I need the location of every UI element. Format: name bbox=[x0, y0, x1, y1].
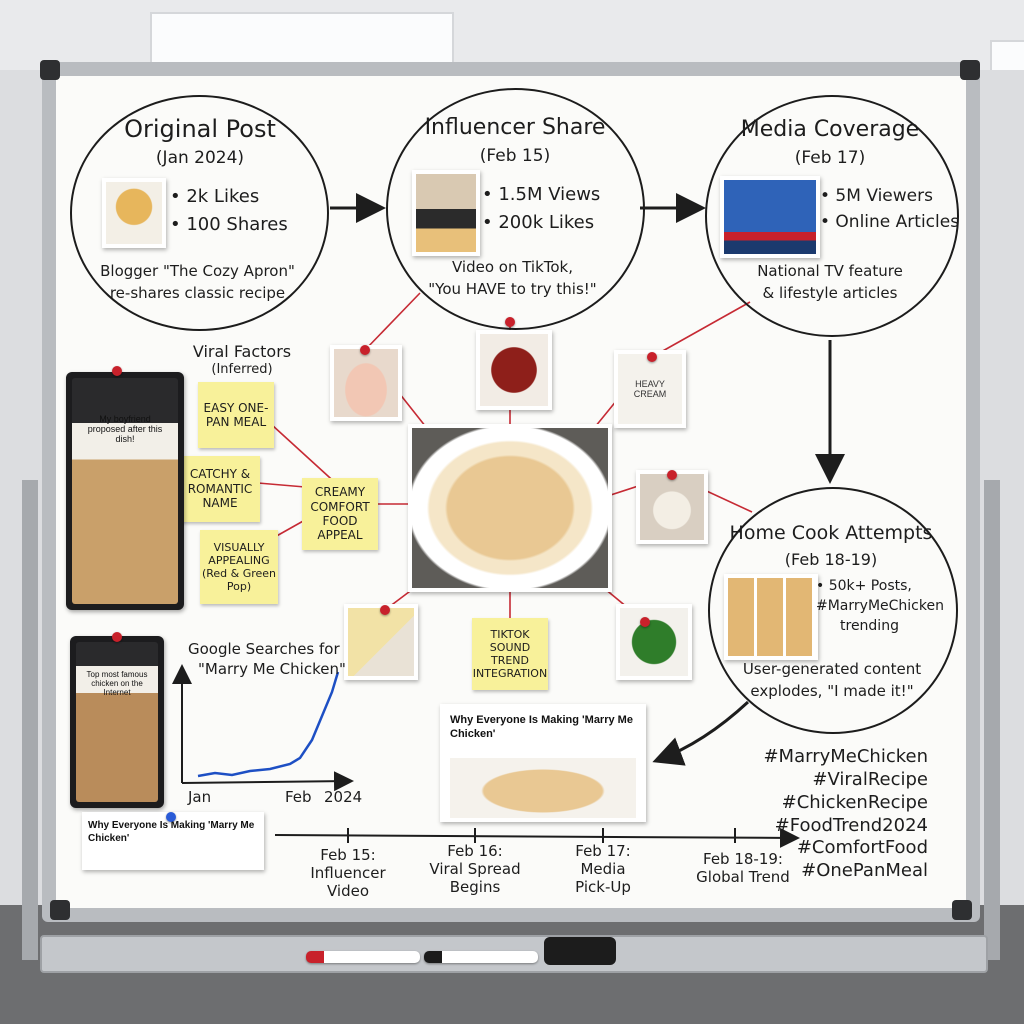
hashtag: #ComfortFood bbox=[796, 837, 928, 859]
heavy-cream-photo: HEAVY CREAM bbox=[614, 350, 686, 428]
red-pin bbox=[505, 317, 515, 327]
red-marker[interactable] bbox=[306, 951, 420, 963]
stage3-title: Media Coverage bbox=[740, 117, 920, 142]
stage1-title: Original Post bbox=[124, 115, 276, 143]
raw-chicken-photo bbox=[330, 345, 402, 421]
stage-bubble-influencer-share bbox=[386, 88, 645, 330]
search-chart-subtitle: "Marry Me Chicken" bbox=[198, 660, 346, 678]
frame-corner bbox=[40, 60, 60, 80]
red-pin bbox=[647, 352, 657, 362]
red-pin bbox=[640, 617, 650, 627]
stage1-date: (Jan 2024) bbox=[155, 148, 245, 168]
stage4-caption: explodes, "I made it!" bbox=[750, 682, 914, 700]
stage3-stat-articles: • Online Articles bbox=[820, 212, 960, 232]
hashtag: #MarryMeChicken bbox=[763, 746, 928, 767]
article-small-headline: Why Everyone Is Making 'Marry Me Chicken… bbox=[88, 820, 255, 844]
cream-label: HEAVY CREAM bbox=[633, 379, 667, 399]
tiktok-video-thumbnail bbox=[412, 170, 480, 256]
stage1-stat-likes: • 2k Likes bbox=[170, 186, 260, 207]
stage2-date: (Feb 15) bbox=[479, 146, 551, 166]
hashtag: #FoodTrend2024 bbox=[774, 814, 928, 836]
factor-note-tiktok-sound: TIKTOK SOUND TREND INTEGRATION bbox=[472, 618, 548, 690]
basil-photo bbox=[616, 604, 692, 680]
timeline-label-feb16: Feb 16: Viral Spread Begins bbox=[429, 842, 521, 896]
tiktok-phone-bottom: Top most famous chicken on the Internet bbox=[70, 636, 164, 808]
parmesan-photo bbox=[344, 604, 418, 680]
article-headline: Why Everyone Is Making 'Marry Me Chicken… bbox=[450, 714, 633, 740]
red-pin bbox=[360, 345, 370, 355]
eraser[interactable] bbox=[544, 937, 616, 965]
stage-bubble-media-coverage bbox=[705, 95, 959, 337]
stage4-stat-hashtag: #MarryMeChicken bbox=[816, 598, 944, 614]
frame-corner bbox=[50, 900, 70, 920]
hashtag-list: #MarryMeChicken #ViralRecipe #ChickenRec… bbox=[742, 746, 928, 883]
board-stand-left bbox=[22, 480, 38, 960]
red-pin bbox=[112, 632, 122, 642]
search-trend-line bbox=[197, 671, 340, 778]
stage2-stat-likes: • 200k Likes bbox=[482, 212, 595, 233]
search-chart-x-label-feb: Feb bbox=[285, 788, 312, 806]
stage4-caption: User-generated content bbox=[742, 660, 922, 678]
stage-bubble-home-cook bbox=[708, 487, 958, 734]
search-chart-x-label-jan: Jan bbox=[188, 788, 212, 806]
stage3-caption: & lifestyle articles bbox=[762, 284, 898, 302]
stage3-stat-viewers: • 5M Viewers bbox=[820, 186, 933, 206]
article-card-main: Why Everyone Is Making 'Marry Me Chicken… bbox=[440, 704, 646, 822]
stage1-caption: re-shares classic recipe bbox=[109, 284, 286, 302]
article-card-small: Why Everyone Is Making 'Marry Me Chicken… bbox=[82, 812, 264, 870]
stage4-date: (Feb 18-19) bbox=[784, 550, 878, 569]
factor-note-comfort-food: CREAMY COMFORT FOOD APPEAL bbox=[302, 478, 378, 550]
search-chart-x-label-year: 2024 bbox=[324, 788, 363, 806]
hashtag: #ViralRecipe bbox=[812, 768, 928, 790]
red-pin bbox=[667, 470, 677, 480]
stage4-stat-posts: • 50k+ Posts, bbox=[816, 578, 912, 594]
user-photo-grid bbox=[724, 574, 818, 660]
stage4-title: Home Cook Attempts bbox=[729, 522, 933, 544]
blog-post-thumbnail bbox=[102, 178, 166, 248]
frame-corner bbox=[952, 900, 972, 920]
stage4-stat-trending: trending bbox=[840, 618, 899, 634]
search-chart-axes bbox=[172, 664, 354, 792]
hashtag: #OnePanMeal bbox=[801, 860, 928, 882]
flow-arrows bbox=[274, 193, 845, 848]
phone-top-caption: My boyfriend proposed after this dish! bbox=[87, 414, 163, 444]
ceiling-light bbox=[990, 40, 1024, 74]
ceiling-light bbox=[150, 12, 454, 64]
timeline-label-feb15: Feb 15: Influencer Video bbox=[310, 846, 386, 900]
tv-news-thumbnail bbox=[720, 176, 820, 258]
timeline-label-feb17: Feb 17: Media Pick-Up bbox=[575, 842, 631, 896]
stage1-caption: Blogger "The Cozy Apron" bbox=[100, 262, 295, 280]
viral-factors-subheading: (Inferred) bbox=[211, 362, 273, 377]
stage3-caption: National TV feature bbox=[757, 262, 903, 280]
frame-corner bbox=[960, 60, 980, 80]
article-image bbox=[450, 758, 636, 818]
marry-me-chicken-dish-photo bbox=[408, 424, 612, 592]
phone-bottom-caption: Top most famous chicken on the Internet bbox=[86, 670, 148, 697]
factor-note-visual-appeal: VISUALLY APPEALING (Red & Green Pop) bbox=[200, 530, 278, 604]
red-pin bbox=[112, 366, 122, 376]
stage-bubble-original-post bbox=[70, 95, 329, 331]
board-stand-right bbox=[984, 480, 1000, 960]
timeline-label-feb18-19: Feb 18-19: Global Trend bbox=[696, 850, 790, 886]
viral-factors-heading: Viral Factors bbox=[192, 342, 292, 361]
hashtag: #ChickenRecipe bbox=[781, 791, 928, 813]
stage2-stat-views: • 1.5M Views bbox=[482, 184, 601, 205]
stage2-caption: "You HAVE to try this!" bbox=[428, 280, 597, 298]
red-pin bbox=[380, 605, 390, 615]
sun-dried-tomatoes-photo bbox=[476, 330, 552, 410]
stage2-title: Influencer Share bbox=[424, 115, 606, 140]
stage3-date: (Feb 17) bbox=[794, 148, 866, 168]
stage1-stat-shares: • 100 Shares bbox=[170, 214, 288, 235]
tiktok-phone-top: My boyfriend proposed after this dish! bbox=[66, 372, 184, 610]
factor-note-catchy-name: CATCHY & ROMANTIC NAME bbox=[180, 456, 260, 522]
garlic-photo bbox=[636, 470, 708, 544]
search-chart-title: Google Searches for bbox=[188, 640, 340, 658]
black-marker[interactable] bbox=[424, 951, 538, 963]
factor-note-easy-meal: EASY ONE-PAN MEAL bbox=[198, 382, 274, 448]
blue-pin bbox=[166, 812, 176, 822]
stage2-caption: Video on TikTok, bbox=[451, 258, 574, 276]
